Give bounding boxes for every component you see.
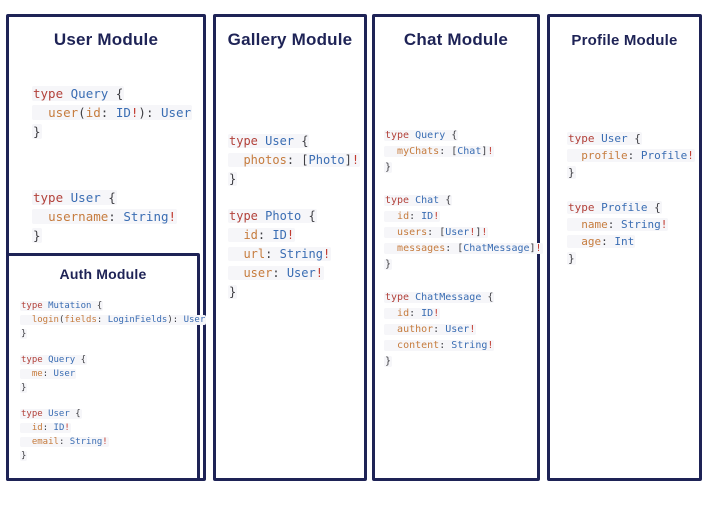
code-block: type Chat { id: ID! users: [User!]! mess…: [384, 193, 543, 273]
code-line: user: User!: [228, 264, 360, 283]
code-line: username: String!: [32, 207, 192, 226]
gallery-module-title: Gallery Module: [227, 30, 353, 49]
panel-profile-module: Profile Module type User { profile: Prof…: [547, 14, 702, 481]
gallery-module-code: type User { photos: [Photo]!}type Photo …: [228, 132, 361, 302]
code-line: content: String!: [384, 338, 543, 354]
code-line: type User {: [32, 190, 117, 205]
code-line: type Query {: [20, 355, 88, 365]
profile-module-title: Profile Module: [571, 32, 678, 49]
code-line: }: [32, 228, 42, 243]
code-line: type Mutation {: [20, 301, 104, 311]
code-line: profile: Profile!: [567, 147, 695, 164]
code-line: user(id: ID!): User: [32, 103, 193, 122]
code-line: }: [384, 162, 393, 173]
code-line: type Photo {: [228, 209, 317, 223]
code-line: }: [20, 329, 28, 339]
chat-module-title: Chat Module: [403, 30, 509, 49]
code-line: }: [228, 285, 238, 299]
code-line: }: [20, 383, 28, 393]
code-line: }: [20, 451, 28, 461]
code-block: type User { profile: Profile!}: [567, 130, 695, 181]
code-line: users: [User!]!: [384, 225, 543, 241]
code-line: type User {: [567, 132, 642, 145]
code-line: id: ID!: [384, 306, 543, 322]
code-block: type Photo { id: ID! url: String! user: …: [228, 207, 360, 302]
profile-module-code: type User { profile: Profile!}type Profi…: [567, 130, 695, 267]
code-line: author: User!: [384, 322, 543, 338]
code-line: type ChatMessage {: [384, 292, 495, 303]
chat-module-code: type Query { myChats: [Chat]!}type Chat …: [384, 128, 543, 370]
code-block: type Profile { name: String! age: Int}: [567, 199, 695, 267]
code-line: me: User: [20, 367, 206, 381]
code-block: type Mutation { login(fields: LoginField…: [20, 299, 207, 341]
code-line: }: [384, 259, 393, 270]
code-line: photos: [Photo]!: [228, 151, 361, 170]
code-line: id: ID!: [228, 226, 360, 245]
code-line: type Chat {: [384, 195, 453, 206]
code-line: }: [384, 356, 393, 367]
panel-gallery-module: Gallery Module type User { photos: [Phot…: [213, 14, 367, 481]
auth-module-title: Auth Module: [59, 266, 147, 282]
code-block: type Query { myChats: [Chat]!}: [384, 128, 543, 176]
code-line: }: [567, 252, 576, 265]
user-module-title: User Module: [53, 30, 159, 49]
panel-auth-module: Auth Module type Mutation { login(fields…: [6, 253, 207, 481]
code-block: type User { id: ID! email: String!}: [20, 407, 206, 463]
code-line: myChats: [Chat]!: [384, 144, 543, 160]
code-line: type Query {: [32, 86, 125, 101]
code-line: type User {: [228, 134, 310, 148]
code-line: }: [228, 172, 238, 186]
code-block: type Query { user(id: ID!): User}: [32, 84, 193, 141]
code-line: email: String!: [20, 435, 206, 449]
code-line: id: ID!: [20, 421, 206, 435]
code-line: }: [567, 166, 576, 179]
code-line: id: ID!: [384, 209, 543, 225]
code-block: type User { photos: [Photo]!}: [228, 132, 361, 189]
panel-chat-module: Chat Module type Query { myChats: [Chat]…: [372, 14, 543, 481]
user-module-code: type Query { user(id: ID!): User}type Us…: [32, 84, 193, 245]
code-line: age: Int: [567, 233, 695, 250]
code-line: name: String!: [567, 216, 695, 233]
code-block: type ChatMessage { id: ID! author: User!…: [384, 290, 543, 370]
auth-module-code: type Mutation { login(fields: LoginField…: [20, 299, 207, 463]
code-line: type Query {: [384, 130, 459, 141]
code-block: type User { username: String!}: [32, 188, 192, 245]
code-line: }: [32, 124, 42, 139]
code-line: url: String!: [228, 245, 360, 264]
panel-user-module: User Module type Query { user(id: ID!): …: [6, 14, 207, 481]
code-line: type User {: [20, 409, 82, 419]
code-line: messages: [ChatMessage]!: [384, 241, 543, 257]
code-line: type Profile {: [567, 201, 662, 214]
code-block: type Query { me: User}: [20, 353, 206, 395]
code-line: login(fields: LoginFields): User: [20, 313, 207, 327]
